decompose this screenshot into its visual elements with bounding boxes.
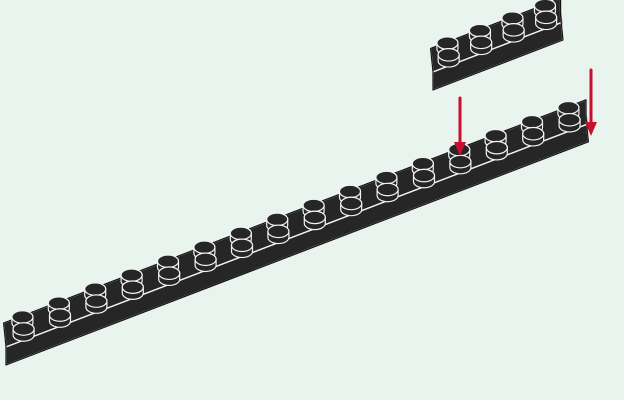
short-plate-2x4 — [429, 0, 564, 91]
long-plate-stud — [522, 126, 545, 147]
long-plate-stud — [267, 224, 290, 245]
long-plate-stud-top — [266, 212, 289, 227]
long-plate-stud-top — [230, 238, 254, 253]
long-plate-stud-top — [120, 268, 143, 282]
short-plate-stud — [535, 10, 558, 31]
long-plate-stud-top — [12, 322, 35, 336]
long-plate-stud-top — [156, 254, 180, 269]
long-plate-stud-top — [340, 196, 363, 211]
long-plate-stud-top — [194, 252, 217, 267]
long-plate-stud-top — [485, 140, 508, 155]
long-plate-stud-top — [158, 266, 181, 281]
long-plate-stud-top — [522, 126, 545, 141]
short-plate-stud-top — [436, 36, 459, 50]
short-plate-stud-top — [502, 23, 525, 37]
long-plate-stud-top — [520, 114, 544, 129]
long-plate-stud-top — [302, 198, 325, 213]
short-plate-stud — [470, 35, 493, 56]
short-plate-outline — [430, 0, 564, 91]
long-plate-stud — [158, 266, 181, 286]
placement-arrows — [454, 68, 597, 156]
long-plate-stud — [194, 252, 217, 273]
long-plate-stud-top — [375, 170, 398, 185]
short-plate-stud-top — [533, 0, 557, 13]
down-arrow-icon — [585, 68, 597, 136]
long-plate-stud-top — [47, 296, 70, 310]
long-plate-stud-top — [85, 294, 108, 308]
long-plate-stud — [558, 112, 581, 133]
long-plate-stud-top — [84, 282, 107, 296]
short-plate-stud — [437, 48, 460, 68]
long-plate-stud — [303, 210, 326, 231]
long-plate-stud-top — [376, 182, 399, 197]
long-plate-stud-top — [411, 156, 434, 171]
long-plate-stud — [412, 168, 436, 189]
long-plate-stud — [485, 140, 508, 161]
long-plate-outline — [2, 99, 590, 366]
long-plate-stud-top — [558, 112, 581, 127]
short-plate-stud-top — [470, 35, 493, 50]
long-plate-stud — [48, 308, 72, 328]
long-plate-stud-top — [11, 310, 34, 324]
long-plate-stud-top — [229, 226, 252, 241]
long-plate-stud-top — [121, 280, 144, 294]
long-plate-stud — [12, 322, 35, 342]
long-plate-stud-top — [484, 128, 507, 143]
short-plate-stud-top — [535, 10, 558, 25]
long-plate-stud-top — [193, 240, 216, 255]
arrow-head — [454, 142, 466, 156]
long-plate-stud-top — [338, 184, 362, 199]
long-plate-stud-top — [412, 168, 436, 183]
long-plate-stud — [340, 196, 363, 217]
long-plate-stud-top — [557, 100, 580, 115]
short-plate-stud-top — [437, 48, 460, 62]
short-plate-stud-top — [501, 11, 524, 25]
long-plate-stud — [449, 154, 472, 175]
long-plate-stud — [376, 182, 399, 203]
long-plate-stud — [230, 238, 254, 259]
short-plate-stud — [502, 23, 525, 43]
long-plate-stud-top — [267, 224, 290, 239]
long-plate-stud — [85, 294, 108, 314]
arrow-head — [585, 122, 597, 136]
short-plate-stud-top — [468, 23, 492, 38]
long-plate-2x16 — [2, 99, 590, 366]
long-plate-stud-top — [303, 210, 326, 225]
down-arrow-icon — [454, 96, 466, 156]
long-plate-stud-top — [48, 308, 72, 322]
long-plate-stud-top — [449, 154, 472, 169]
long-plate-stud — [121, 280, 144, 300]
